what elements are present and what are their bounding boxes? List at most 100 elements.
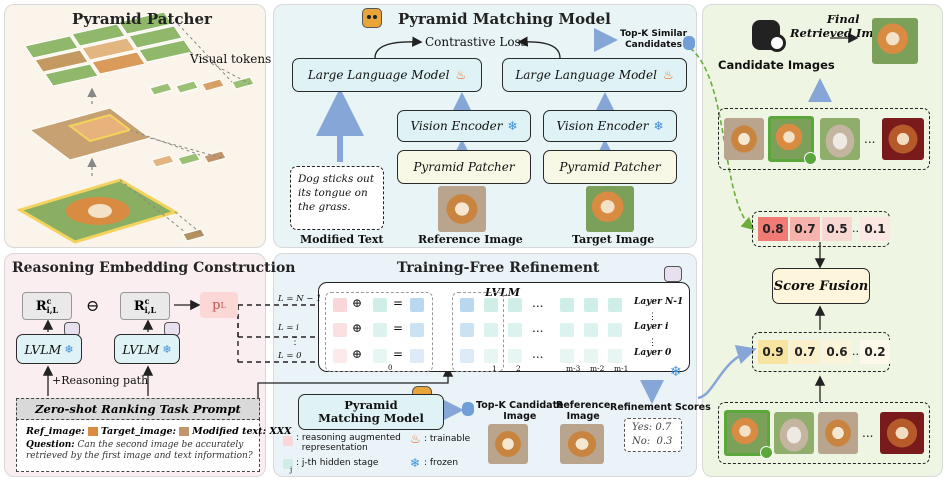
- prompt-title: Zero-shot Ranking Task Prompt: [35, 402, 241, 416]
- vision-encoder-right-label: Vision Encoder: [556, 119, 649, 133]
- hidden-square: [584, 349, 598, 363]
- token-index: m-2: [590, 364, 605, 373]
- snowflake-icon: ❄: [507, 119, 518, 133]
- candidate-image: [820, 118, 860, 160]
- p-l-sub: L: [220, 300, 226, 310]
- sub-zero: 0: [388, 364, 393, 372]
- lvlm-right-box: LVLM ❄: [114, 334, 180, 364]
- left-dashed-group: [325, 292, 433, 372]
- modified-text-box: [290, 166, 384, 230]
- robot-icon: [664, 266, 682, 282]
- check-icon: [760, 446, 773, 459]
- hidden-square: [484, 349, 498, 363]
- magnifier-icon: [768, 34, 786, 52]
- oplus-symbol: ⊕: [352, 296, 363, 310]
- token-index: 2: [516, 364, 521, 373]
- refinement-reference-image: [560, 424, 604, 464]
- legend-hidden-sub: j: [290, 466, 293, 474]
- pyramid-matching-title: Pyramid Matching Model: [398, 10, 611, 28]
- r-right-symbol: R: [133, 298, 145, 314]
- r-right-sup: c: [144, 296, 150, 306]
- legend-reasoning-swatch: [283, 436, 293, 446]
- ellipsis: ...: [862, 426, 874, 440]
- token-index: 1: [492, 364, 497, 373]
- layer-label: Layer i: [634, 322, 669, 332]
- refinement-reference-label: Reference Image: [556, 400, 611, 422]
- bottom-score: 0.6: [822, 340, 852, 364]
- vision-encoder-left: Vision Encoder ❄: [397, 110, 531, 142]
- layer-index-label: L = i: [278, 323, 299, 333]
- legend-hidden-swatch: [283, 459, 293, 469]
- reasoning-square: [333, 349, 347, 363]
- modified-text-caption: Dog sticks out its tongue on the grass.: [298, 173, 375, 213]
- hidden-square: [608, 349, 622, 363]
- modified-text-label: Modified Text: [300, 233, 384, 246]
- equals-symbol: =: [393, 347, 404, 361]
- hidden-square: [373, 349, 387, 363]
- bottom-score: 0.7: [790, 340, 820, 364]
- topk-similar-label: Top-K Similar Candidates: [620, 29, 688, 50]
- snowflake-icon: ❄: [653, 119, 664, 133]
- final-retrieved-image: [872, 18, 918, 64]
- vdots: ⋮: [648, 312, 657, 322]
- refinement-lvlm-label: LVLM: [485, 286, 520, 299]
- hidden-square: [484, 298, 498, 312]
- hidden-square: [484, 323, 498, 337]
- reference-image-label: Reference Image: [418, 233, 523, 246]
- candidate-image: [882, 118, 924, 160]
- hidden-square: [608, 298, 622, 312]
- equals-symbol: =: [393, 321, 404, 335]
- ref-image-thumb: [87, 427, 98, 436]
- yes-no-box: [624, 418, 682, 452]
- score-fusion-box: Score Fusion: [772, 268, 870, 304]
- contrastive-loss-label: Contrastive Loss: [425, 35, 527, 49]
- fire-icon: ♨: [662, 68, 674, 82]
- pyramid-matching-box: Pyramid Matching Model: [298, 394, 444, 430]
- hidden-square: [460, 323, 474, 337]
- top-score: 0.5: [822, 217, 852, 241]
- p-l-symbol: p: [212, 297, 221, 313]
- yes-score: Yes: 0.7: [632, 422, 672, 433]
- ellipsis: ...: [532, 321, 544, 335]
- llm-right-label: Large Language Model: [515, 68, 657, 82]
- reasoning-path-label: +Reasoning path: [52, 374, 149, 387]
- legend-trainable-text: : trainable: [424, 434, 471, 444]
- top-score: 0.1: [860, 217, 890, 241]
- hidden-square: [560, 349, 574, 363]
- pyramid-patcher-right: Pyramid Patcher: [543, 150, 677, 184]
- hidden-square: [508, 349, 522, 363]
- ellipsis: ...: [532, 347, 544, 361]
- target-image-thumb: [179, 427, 190, 436]
- hidden-square: [560, 298, 574, 312]
- modified-text-label: Modified text: XXX: [192, 426, 292, 437]
- equals-symbol: =: [393, 296, 404, 310]
- legend-frozen-text: : frozen: [424, 458, 459, 468]
- pyramid-patcher-right-label: Pyramid Patcher: [559, 160, 661, 174]
- r-left-sub: i,L: [46, 305, 59, 315]
- candidate-image: [818, 412, 858, 454]
- prompt-title-bar: Zero-shot Ranking Task Prompt: [16, 398, 260, 420]
- question-label: Question:: [26, 440, 75, 450]
- snowflake-icon: ❄: [162, 342, 172, 356]
- legend-reasoning-text: : reasoning augmented representation: [296, 433, 401, 453]
- candidate-image: [880, 412, 924, 454]
- ellipsis: ...: [852, 345, 863, 358]
- pyramid-patcher-left-label: Pyramid Patcher: [413, 160, 515, 174]
- target-image-label: Target Image: [572, 233, 655, 246]
- ref-image-label: Ref_image:: [26, 426, 85, 437]
- llm-box-right: Large Language Model ♨: [502, 58, 687, 92]
- no-score: No: 0.3: [632, 436, 673, 447]
- hidden-square: [373, 323, 387, 337]
- robot-icon: [362, 8, 382, 28]
- reasoning-square: [333, 298, 347, 312]
- hidden-square: [460, 349, 474, 363]
- target-image: [586, 186, 634, 232]
- oplus-symbol: ⊕: [352, 347, 363, 361]
- bottom-score: 0.2: [860, 340, 890, 364]
- topk-candidate-label: Top-K Candidate Image: [476, 400, 564, 422]
- r-left-symbol: R: [35, 298, 47, 314]
- output-square: [410, 298, 424, 312]
